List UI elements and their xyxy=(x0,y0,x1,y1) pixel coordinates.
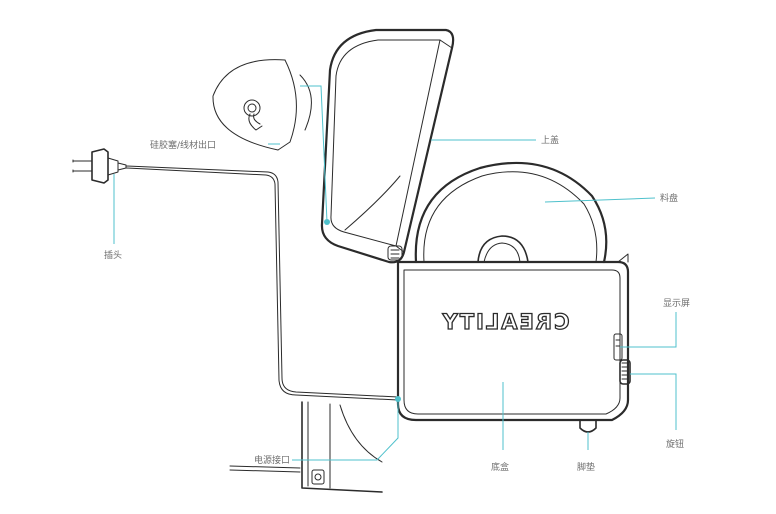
power-cable xyxy=(125,165,399,398)
label-knob: 旋钮 xyxy=(666,438,684,450)
rubber-foot xyxy=(579,419,597,433)
label-lid: 上盖 xyxy=(541,134,559,146)
callouts xyxy=(113,85,677,461)
label-display: 显示屏 xyxy=(663,298,690,309)
label-silicone-plug: 硅胶塞/线材出口 xyxy=(150,139,216,151)
base-box: CREALITY xyxy=(396,253,631,433)
power-plug xyxy=(72,148,127,184)
lid xyxy=(320,28,455,264)
spool-disc xyxy=(414,161,608,264)
power-port-block xyxy=(229,401,383,493)
label-base: 底盒 xyxy=(491,461,509,473)
silicone-plug-inset xyxy=(212,59,312,151)
label-plug: 插头 xyxy=(104,249,122,261)
hinge xyxy=(387,245,403,261)
label-foot: 脚垫 xyxy=(577,461,595,473)
control-knob[interactable] xyxy=(619,359,631,385)
label-power-port: 电源接口 xyxy=(254,454,290,466)
label-spool: 料盘 xyxy=(660,192,678,204)
brand-logo: CREALITY xyxy=(441,310,570,334)
